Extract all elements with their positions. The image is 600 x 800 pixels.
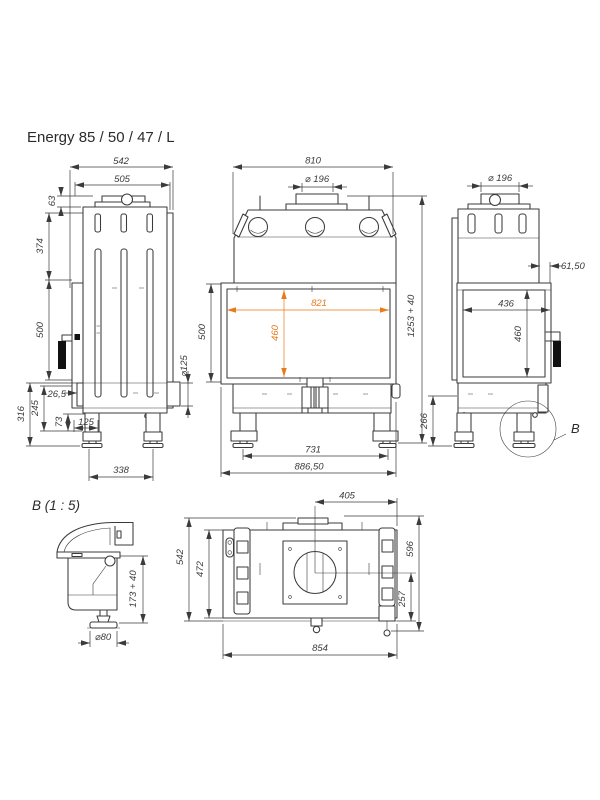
dim-flue-diameter-front: ⌀ 196 — [305, 174, 330, 185]
rear-outlet-stub — [166, 381, 181, 407]
glass-frame — [220, 282, 397, 385]
dim-flue-diameter-right: ⌀ 196 — [488, 173, 513, 184]
dim-leg-height-detail: 173 + 40 — [128, 570, 139, 608]
dim-foot-diameter: ⌀80 — [95, 632, 112, 643]
dim-frame-offset: 61,50 — [561, 261, 585, 272]
dim-height-total: 1253 + 40 — [406, 294, 417, 337]
dim-depth-total: 542 — [113, 156, 130, 167]
dim-leg-inset: 125 — [78, 417, 95, 428]
dim-upper-height: 374 — [35, 238, 46, 254]
dim-mid-height: 500 — [35, 321, 46, 338]
door-handle — [553, 341, 561, 367]
dim-width-top: 810 — [305, 156, 322, 167]
dim-glass-height: 500 — [197, 323, 208, 340]
dim-depth-inner-top: 472 — [195, 560, 206, 577]
dim-base-height-right: 266 — [419, 412, 430, 430]
dim-width-total-top: 854 — [312, 643, 328, 654]
front-door-strip — [71, 282, 84, 409]
dim-base-height: 245 — [30, 399, 41, 417]
dim-cap-height: 63 — [47, 195, 58, 206]
left-side-view: 542 505 63 374 500 316 245 73 26,5 125 3… — [16, 156, 193, 481]
dim-flue-to-rear: 257 — [397, 590, 408, 608]
dim-feet-span: 338 — [113, 465, 130, 476]
dim-depth-right: 596 — [405, 540, 416, 557]
detail-marker-label: B — [571, 421, 580, 436]
dim-feet-span-front: 731 — [305, 445, 321, 456]
front-view: 810 ⌀ 196 500 821 460 1253 + 40 731 886,… — [197, 156, 427, 477]
door-handle — [58, 341, 66, 369]
right-side-view: B ⌀ 196 61,50 436 460 266 — [419, 173, 585, 458]
detail-circle — [499, 400, 557, 458]
dim-flue-offset: 405 — [339, 491, 356, 502]
dim-front-offset: 26,5 — [47, 389, 67, 400]
dim-outlet-diameter: ⌀125 — [179, 355, 190, 377]
top-view: 405 542 472 596 257 854 — [175, 491, 424, 659]
dim-glass-width: 821 — [311, 298, 327, 309]
detail-b-view: B (1 : 5) 173 + 40 ⌀80 — [32, 498, 148, 647]
drawing-title: Energy 85 / 50 / 47 / L — [27, 129, 175, 146]
rear-panel — [166, 212, 174, 409]
dim-width-total: 886,50 — [294, 462, 324, 473]
dim-glass-height-right: 460 — [513, 325, 524, 342]
dim-depth-body: 505 — [114, 174, 131, 185]
detail-title: B (1 : 5) — [32, 498, 80, 513]
dim-glass-inner-height: 460 — [270, 324, 281, 341]
dim-base-total: 316 — [16, 405, 27, 422]
dim-leg-height: 73 — [54, 416, 65, 427]
dim-depth-total-top: 542 — [175, 548, 186, 565]
door-lock — [74, 334, 80, 340]
dim-depth-inner: 436 — [498, 299, 515, 310]
